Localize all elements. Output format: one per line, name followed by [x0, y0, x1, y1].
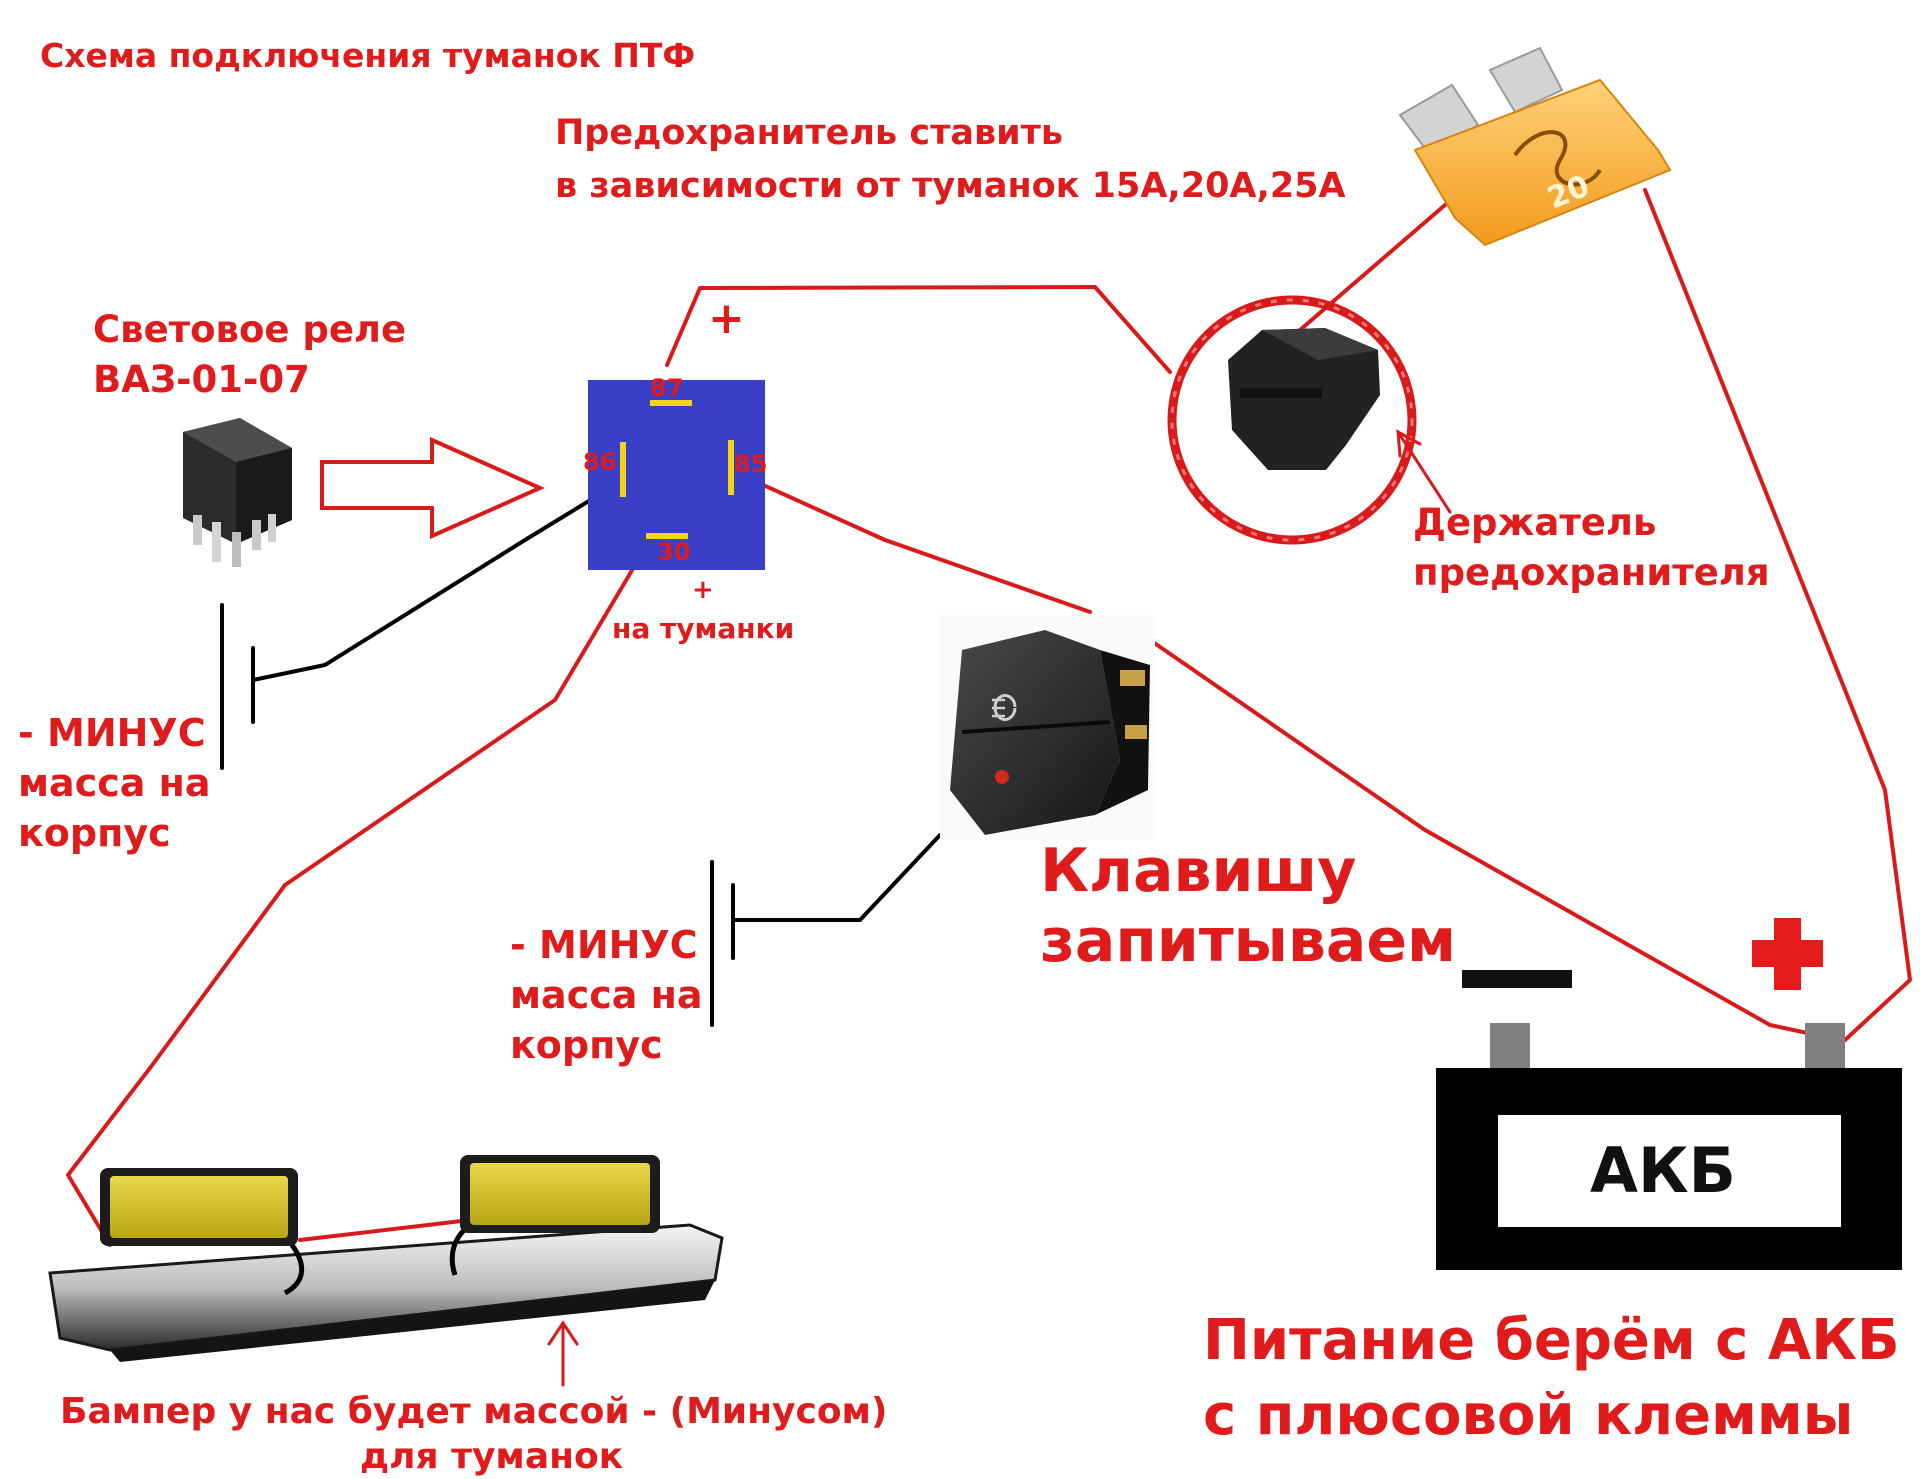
- fuse-prong: [1398, 83, 1480, 157]
- pin-87-label: 87: [650, 374, 684, 402]
- battery: [1436, 918, 1902, 1270]
- fog-light-left: [100, 1168, 298, 1246]
- relay-terminal: [232, 532, 241, 567]
- arrow-icon: [547, 1320, 579, 1387]
- page-title: Схема подключения туманок ПТФ: [40, 36, 696, 75]
- fuse-element: [1513, 130, 1602, 187]
- relay-terminal: [268, 514, 276, 542]
- holder-label-line2: предохранителя: [1413, 551, 1770, 594]
- arrow-icon: [1396, 429, 1452, 514]
- bumper: [48, 1223, 724, 1362]
- wire-85-to-switch: [728, 468, 1092, 614]
- battery-label: АКБ: [1590, 1134, 1736, 1207]
- indicator-light: [995, 770, 1009, 784]
- ground2-line2: масса на: [510, 973, 703, 1017]
- wire-holder-to-fuse: [1298, 203, 1447, 332]
- battery-terminal-minus: [1490, 1023, 1530, 1070]
- battery-minus-sign: [1462, 970, 1572, 988]
- battery-note-line1: Питание берём с АКБ: [1203, 1308, 1900, 1373]
- bumper-note-line2: для туманок: [360, 1436, 624, 1477]
- ground1-line1: - МИНУС: [18, 711, 206, 755]
- battery-plus-icon: [1752, 918, 1823, 990]
- battery-note-line2: с плюсовой клеммы: [1203, 1383, 1854, 1448]
- ground2-line3: корпус: [510, 1023, 663, 1067]
- pin-30-label: 30: [657, 538, 691, 566]
- relay-terminal: [193, 515, 202, 545]
- wire-86-to-ground: [251, 483, 617, 682]
- wire-fuse-to-battery: [1643, 188, 1912, 1042]
- red-wires: [66, 188, 1912, 1247]
- arrow-icon: [320, 436, 545, 540]
- relay-label-line2: ВАЗ-01-07: [93, 358, 310, 401]
- fog-light-cable: [283, 1243, 305, 1296]
- wire-87-to-holder: [665, 285, 1172, 374]
- pin-87-bar: [650, 400, 692, 406]
- battery-label-plate: [1498, 1115, 1841, 1227]
- pin-30-bar: [646, 533, 688, 539]
- ground2-line1: - МИНУС: [510, 923, 698, 967]
- relay-terminal: [212, 522, 221, 562]
- holder-label-line1: Держатель: [1413, 501, 1657, 544]
- ground1-line2: масса на: [18, 761, 211, 805]
- fuse-note-line2: в зависимости от туманок 15А,20А,25А: [555, 166, 1346, 206]
- wire-fog-to-fog: [298, 1218, 472, 1242]
- black-wires: [220, 483, 942, 1027]
- fuse-holder: [1167, 295, 1417, 545]
- switch-body: [950, 630, 1120, 835]
- wire-switch-to-ground: [731, 833, 942, 922]
- bumper-note-line1: Бампер у нас будет массой - (Минусом): [60, 1391, 888, 1432]
- wire-30-to-fog: [66, 538, 652, 1247]
- relay-plus-sign: +: [708, 293, 745, 344]
- switch-photo: [940, 615, 1155, 840]
- switch-label-line1: Клавишу: [1040, 836, 1357, 906]
- relay-diagram: [588, 380, 765, 570]
- relay-terminal: [252, 520, 261, 550]
- fog-light-right: [460, 1155, 660, 1233]
- pin-85-label: 85: [734, 450, 768, 478]
- fuse-body: [1413, 78, 1672, 247]
- relay-label-line1: Световое реле: [93, 308, 407, 351]
- fuse-prong: [1488, 46, 1564, 114]
- relay-out-plus: +: [692, 575, 714, 605]
- switch-label-line2: запитываем: [1040, 906, 1457, 976]
- blade-fuse: [1398, 46, 1672, 247]
- relay-photo: [183, 418, 292, 567]
- relay-out-label: на туманки: [612, 612, 795, 645]
- holder-cap: [1228, 328, 1380, 470]
- ground1-line3: корпус: [18, 811, 171, 855]
- pin-86-label: 86: [583, 448, 617, 476]
- pin-85-bar: [728, 440, 734, 495]
- battery-terminal-plus: [1805, 1023, 1845, 1070]
- fuse-note-line1: Предохранитель ставить: [555, 113, 1064, 153]
- pin-86-bar: [620, 442, 626, 497]
